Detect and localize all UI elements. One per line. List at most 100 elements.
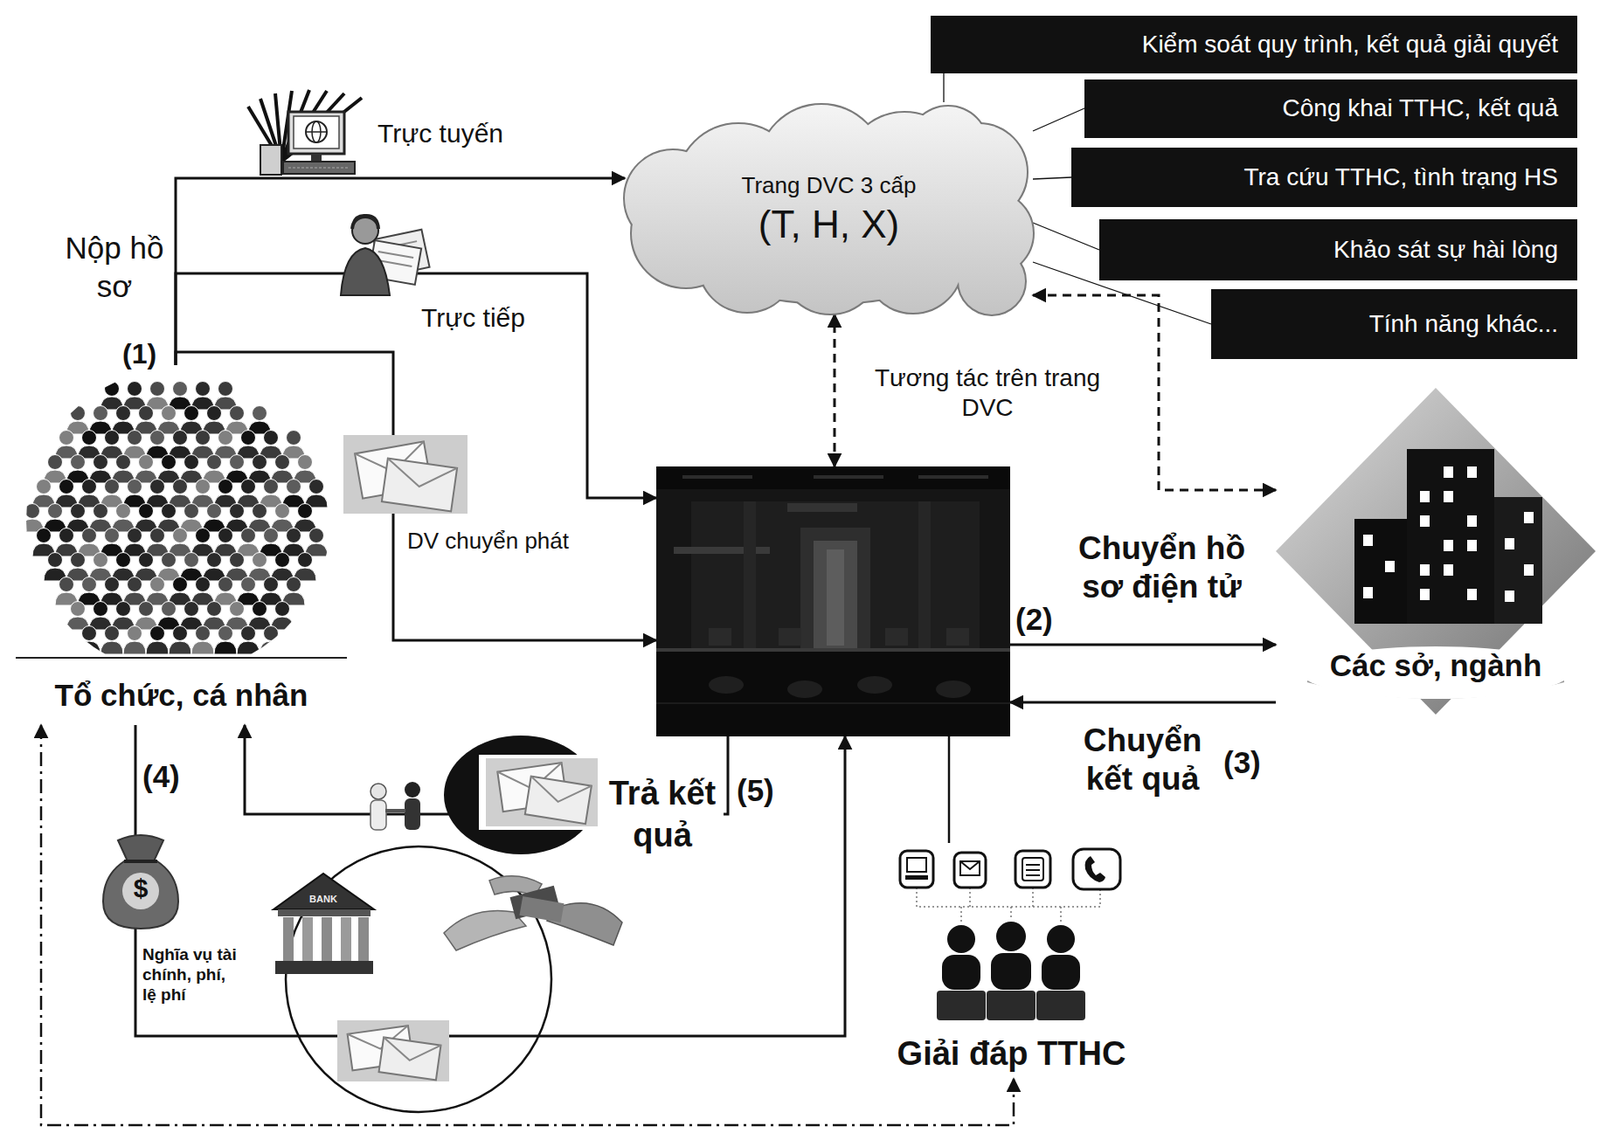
person-figure xyxy=(157,602,181,631)
bank-sign: BANK xyxy=(298,893,348,906)
person-figure xyxy=(89,602,112,631)
person-figure xyxy=(100,641,124,655)
person-figure xyxy=(104,577,120,593)
person-figure xyxy=(127,479,143,495)
person-figure xyxy=(275,455,291,471)
person-figure xyxy=(259,528,283,558)
flow-connector xyxy=(1010,701,1276,705)
person-figure xyxy=(43,553,67,582)
contact-icons xyxy=(1025,869,1040,872)
clerk-icon xyxy=(340,248,390,296)
person-figure xyxy=(207,406,222,422)
contact-icons xyxy=(960,907,963,923)
person-figure xyxy=(145,577,169,607)
clerk-icon xyxy=(340,215,430,296)
person-figure xyxy=(116,553,132,568)
helpdesk-staff xyxy=(947,925,976,954)
building-icon xyxy=(1419,588,1430,601)
crowd-illustration xyxy=(15,381,347,659)
portal-cloud: Trang DVC 3 cấp(T, H, X) xyxy=(624,102,1033,315)
person-figure xyxy=(195,577,211,593)
contact-icons xyxy=(907,858,927,873)
helpdesk-staff xyxy=(996,921,1026,952)
person-figure xyxy=(20,504,44,534)
money-bag-icon xyxy=(103,835,179,929)
person-figure xyxy=(225,504,249,534)
flow-connector xyxy=(1032,222,1100,250)
person-figure xyxy=(225,602,249,631)
contact-icons xyxy=(900,849,1121,923)
person-figure xyxy=(259,577,283,607)
clerk-icon xyxy=(352,215,379,229)
person-figure xyxy=(202,406,226,436)
person-figure xyxy=(134,406,158,436)
person-figure xyxy=(202,504,226,534)
person-figure xyxy=(259,641,283,655)
bank-icon xyxy=(275,961,374,975)
contact-icons xyxy=(969,887,971,908)
handshake-icon xyxy=(404,798,421,831)
feature-text: Công khai TTHC, kết quả xyxy=(1282,94,1559,123)
edge-label: Tương tác trên trang DVC xyxy=(873,363,1102,423)
person-figure xyxy=(66,504,90,534)
person-figure xyxy=(104,479,120,495)
person-figure xyxy=(161,455,177,471)
money-bag-icon xyxy=(124,859,158,864)
person-figure xyxy=(218,626,234,642)
person-figure xyxy=(138,602,154,617)
person-figure xyxy=(252,553,268,568)
person-figure xyxy=(32,479,56,509)
office-photo xyxy=(946,628,970,646)
person-figure xyxy=(275,602,291,617)
person-figure xyxy=(138,455,154,471)
person-figure xyxy=(123,577,146,607)
office-photo xyxy=(708,628,732,646)
callout-number: (3) xyxy=(1223,744,1261,782)
person-figure xyxy=(93,553,109,568)
building-icon xyxy=(1406,449,1495,624)
person-figure xyxy=(248,553,271,582)
person-figure xyxy=(184,504,200,520)
person-figure xyxy=(263,479,279,495)
person-figure xyxy=(218,577,234,593)
node-text: (T, H, X) xyxy=(758,202,900,248)
person-figure xyxy=(191,430,215,460)
contact-icons xyxy=(1025,864,1040,866)
person-figure xyxy=(241,528,257,544)
person-figure xyxy=(150,626,166,642)
person-figure xyxy=(263,626,279,642)
office-photo xyxy=(787,680,823,699)
person-figure xyxy=(236,479,260,509)
person-figure xyxy=(157,553,181,582)
person-figure xyxy=(173,430,188,446)
feature-box: Tính năng khác... xyxy=(1211,289,1578,360)
person-figure xyxy=(252,504,268,520)
result-frame xyxy=(485,758,598,827)
person-figure xyxy=(236,626,260,656)
person-figure xyxy=(191,626,215,656)
building-icon xyxy=(1354,519,1407,624)
person-figure xyxy=(157,455,181,485)
person-figure xyxy=(100,577,124,607)
person-figure xyxy=(252,406,268,422)
building-icon xyxy=(1523,512,1534,524)
bank-icon xyxy=(283,917,294,962)
contact-icons xyxy=(1025,874,1040,877)
office-photo xyxy=(691,501,980,651)
person-figure xyxy=(236,641,260,655)
person-figure xyxy=(168,641,192,655)
contact-icons xyxy=(905,875,929,880)
person-figure xyxy=(191,528,215,558)
person-figure xyxy=(207,602,222,617)
person-figure xyxy=(229,455,245,471)
person-figure xyxy=(111,553,135,582)
person-figure xyxy=(270,602,294,631)
office-photo xyxy=(708,676,744,694)
person-figure xyxy=(104,381,120,397)
office-photo xyxy=(656,648,1011,652)
helpdesk-staff xyxy=(1036,990,1086,1021)
person-figure xyxy=(207,504,222,520)
person-figure xyxy=(127,381,143,397)
person-figure xyxy=(207,455,222,471)
person-figure xyxy=(36,479,52,495)
